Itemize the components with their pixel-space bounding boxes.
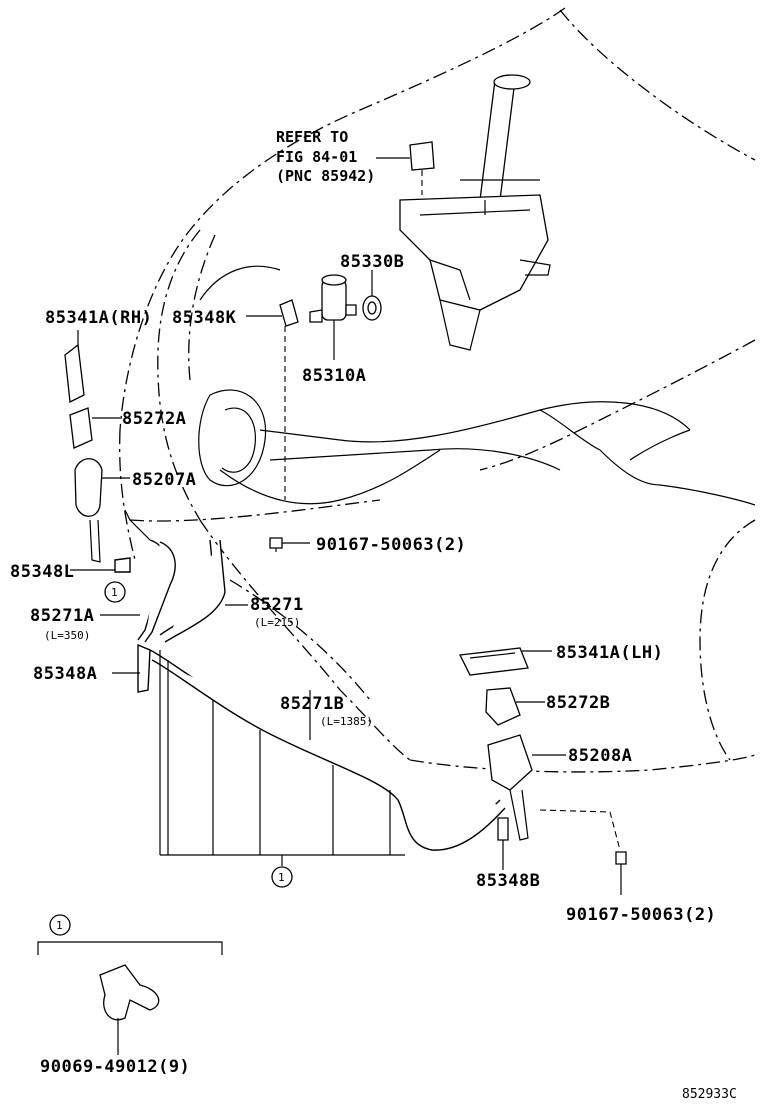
callout-marker-1c: 1 <box>56 919 63 932</box>
label-85272a: 85272A <box>122 409 186 429</box>
grommet-85330b <box>362 270 382 321</box>
label-85271b-length: (L=1385) <box>320 715 373 728</box>
bolt-90167-bottom <box>539 809 627 895</box>
callout-marker-1b: 1 <box>278 871 285 884</box>
washer-pump-85310a <box>309 274 357 360</box>
hose-joint-85348a <box>112 643 151 693</box>
right-headlamp-cleaner-parts <box>459 647 566 841</box>
label-90167-top: 90167-50063(2) <box>316 535 466 555</box>
label-85207a: 85207A <box>132 470 196 490</box>
clip-detail <box>37 941 223 1055</box>
label-85208a: 85208A <box>568 746 632 766</box>
hose-joint-85348k <box>246 299 299 500</box>
callout-markers <box>49 581 293 936</box>
label-85271a-length: (L=350) <box>44 629 90 642</box>
washer-tank <box>399 74 551 351</box>
callout-marker-1a: 1 <box>111 586 118 599</box>
ref-line1: REFER TO <box>276 128 348 146</box>
label-85341a-lh: 85341A(LH) <box>556 643 663 663</box>
left-headlamp-cleaner-parts <box>64 330 130 563</box>
label-85271-length: (L=215) <box>254 616 300 629</box>
ref-line2: FIG 84-01 <box>276 148 357 166</box>
label-85271b: 85271B <box>280 694 344 714</box>
label-85271a: 85271A <box>30 606 94 626</box>
vehicle-outline <box>119 7 756 773</box>
label-85348a: 85348A <box>33 664 97 684</box>
label-85271: 85271 <box>250 595 304 615</box>
hose-joint-85348b <box>497 817 509 870</box>
ref-line3: (PNC 85942) <box>276 167 375 185</box>
bolt-90167-top <box>269 537 310 552</box>
label-90069: 90069-49012(9) <box>40 1057 190 1077</box>
figure-code: 852933C <box>682 1087 737 1102</box>
left-hoses <box>70 509 248 643</box>
headlamp-area <box>198 265 756 506</box>
label-90167-bottom: 90167-50063(2) <box>566 905 716 925</box>
label-85272b: 85272B <box>546 693 610 713</box>
label-85330b: 85330B <box>340 252 404 272</box>
label-85348b: 85348B <box>476 871 540 891</box>
reference-connector <box>376 141 435 195</box>
label-85348l: 85348L <box>10 562 74 582</box>
hose-85271b <box>149 649 506 866</box>
labels: REFER TO FIG 84-01 (PNC 85942) 85330B 85… <box>10 128 737 1102</box>
label-85310a: 85310A <box>302 366 366 386</box>
label-85348k: 85348K <box>172 308 237 328</box>
label-85341a-rh: 85341A(RH) <box>45 308 152 328</box>
